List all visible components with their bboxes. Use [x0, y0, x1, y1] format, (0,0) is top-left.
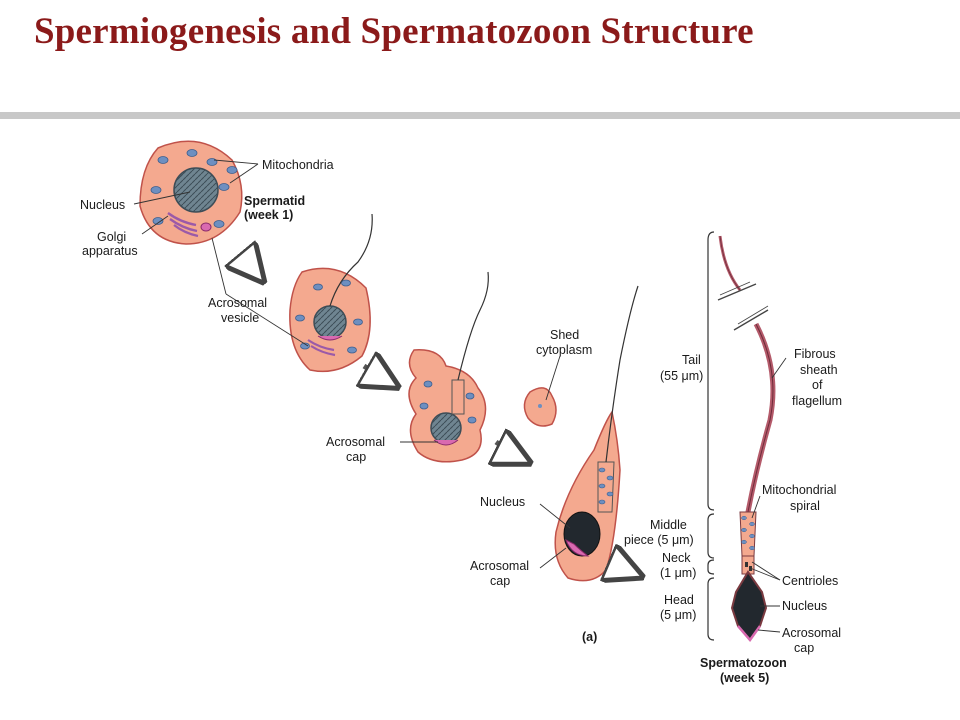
label-acrosomal-cap-2: Acrosomal [470, 559, 529, 573]
golgi-organelle [167, 212, 199, 238]
cut-mark [717, 283, 757, 301]
label-middle-piece: piece (5 μm) [624, 533, 694, 547]
spermatozoon-figure [717, 235, 776, 643]
stage-arrow [364, 366, 396, 386]
label-mitochondria: Mitochondria [262, 158, 334, 172]
length-bracket [707, 231, 715, 641]
label-tail-length: (55 μm) [660, 369, 703, 383]
label-mitochondrial-spiral-2: spiral [790, 499, 820, 513]
label-acrosomal-cap-2b: cap [490, 574, 510, 588]
label-mitochondrial-spiral: Mitochondrial [762, 483, 836, 497]
label-acrosomal-cap-3: Acrosomal [782, 626, 841, 640]
label-spermatid: Spermatid [244, 194, 305, 208]
label-fibrous-sheath: sheath [800, 363, 838, 377]
label-part-a: (a) [582, 630, 597, 644]
label-nucleus-3: Nucleus [782, 599, 827, 613]
label-acrosomal-cap-1b: cap [346, 450, 366, 464]
label-acrosomal-vesicle: Acrosomal [208, 296, 267, 310]
label-acrosomal-vesicle-2: vesicle [221, 311, 259, 325]
label-shed-cytoplasm: cytoplasm [536, 343, 592, 357]
stage-arrow [496, 442, 528, 462]
label-neck: Neck [662, 551, 691, 565]
label-acrosomal-cap-3b: cap [794, 641, 814, 655]
page-title: Spermiogenesis and Spermatozoon Structur… [34, 11, 754, 52]
label-head-length: (5 μm) [660, 608, 696, 622]
label-fibrous-of: of [812, 378, 823, 392]
label-middle: Middle [650, 518, 687, 532]
title-divider [0, 112, 960, 119]
spermatid-stage-2 [289, 213, 373, 373]
label-golgi-apparatus: apparatus [82, 244, 138, 258]
label-spermatozoon-week: (week 5) [720, 671, 769, 685]
label-spermatid-week: (week 1) [244, 208, 293, 222]
label-tail: Tail [682, 353, 701, 367]
label-nucleus-2: Nucleus [480, 495, 525, 509]
label-golgi: Golgi [97, 230, 126, 244]
flagellum-line [329, 213, 373, 307]
leader-lines [133, 159, 787, 633]
stage-arrow [236, 258, 262, 280]
label-fibrous-flagellum: flagellum [792, 394, 842, 408]
stage-arrow [612, 560, 640, 576]
label-nucleus: Nucleus [80, 198, 125, 212]
label-acrosomal-cap-1: Acrosomal [326, 435, 385, 449]
label-spermatozoon: Spermatozoon [700, 656, 787, 670]
acrosomal-vesicle-organelle [200, 222, 212, 232]
spermatid-cell [139, 140, 243, 245]
label-neck-length: (1 μm) [660, 566, 696, 580]
label-shed: Shed [550, 328, 579, 342]
cut-mark [733, 309, 769, 331]
spermatid-stage-4 [554, 285, 639, 582]
label-head: Head [664, 593, 694, 607]
spermatid-stage-3 [408, 271, 489, 463]
label-centrioles: Centrioles [782, 574, 838, 588]
nucleus-organelle [173, 167, 219, 213]
label-fibrous: Fibrous [794, 347, 836, 361]
